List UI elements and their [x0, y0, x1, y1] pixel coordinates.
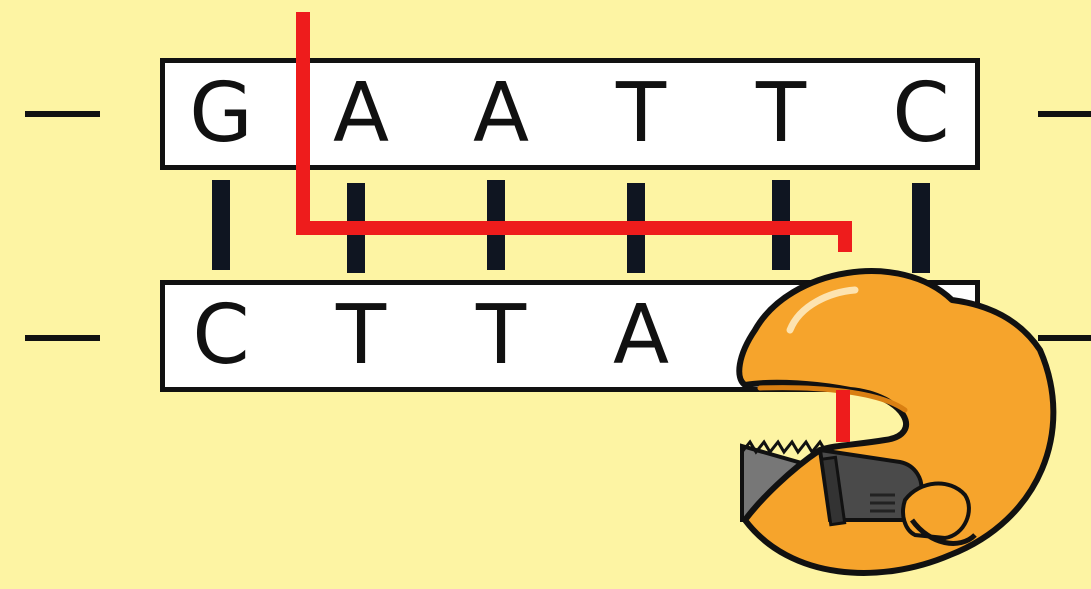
restriction-enzyme-chainsaw-icon	[739, 271, 1053, 573]
cut-site-line	[303, 12, 845, 252]
